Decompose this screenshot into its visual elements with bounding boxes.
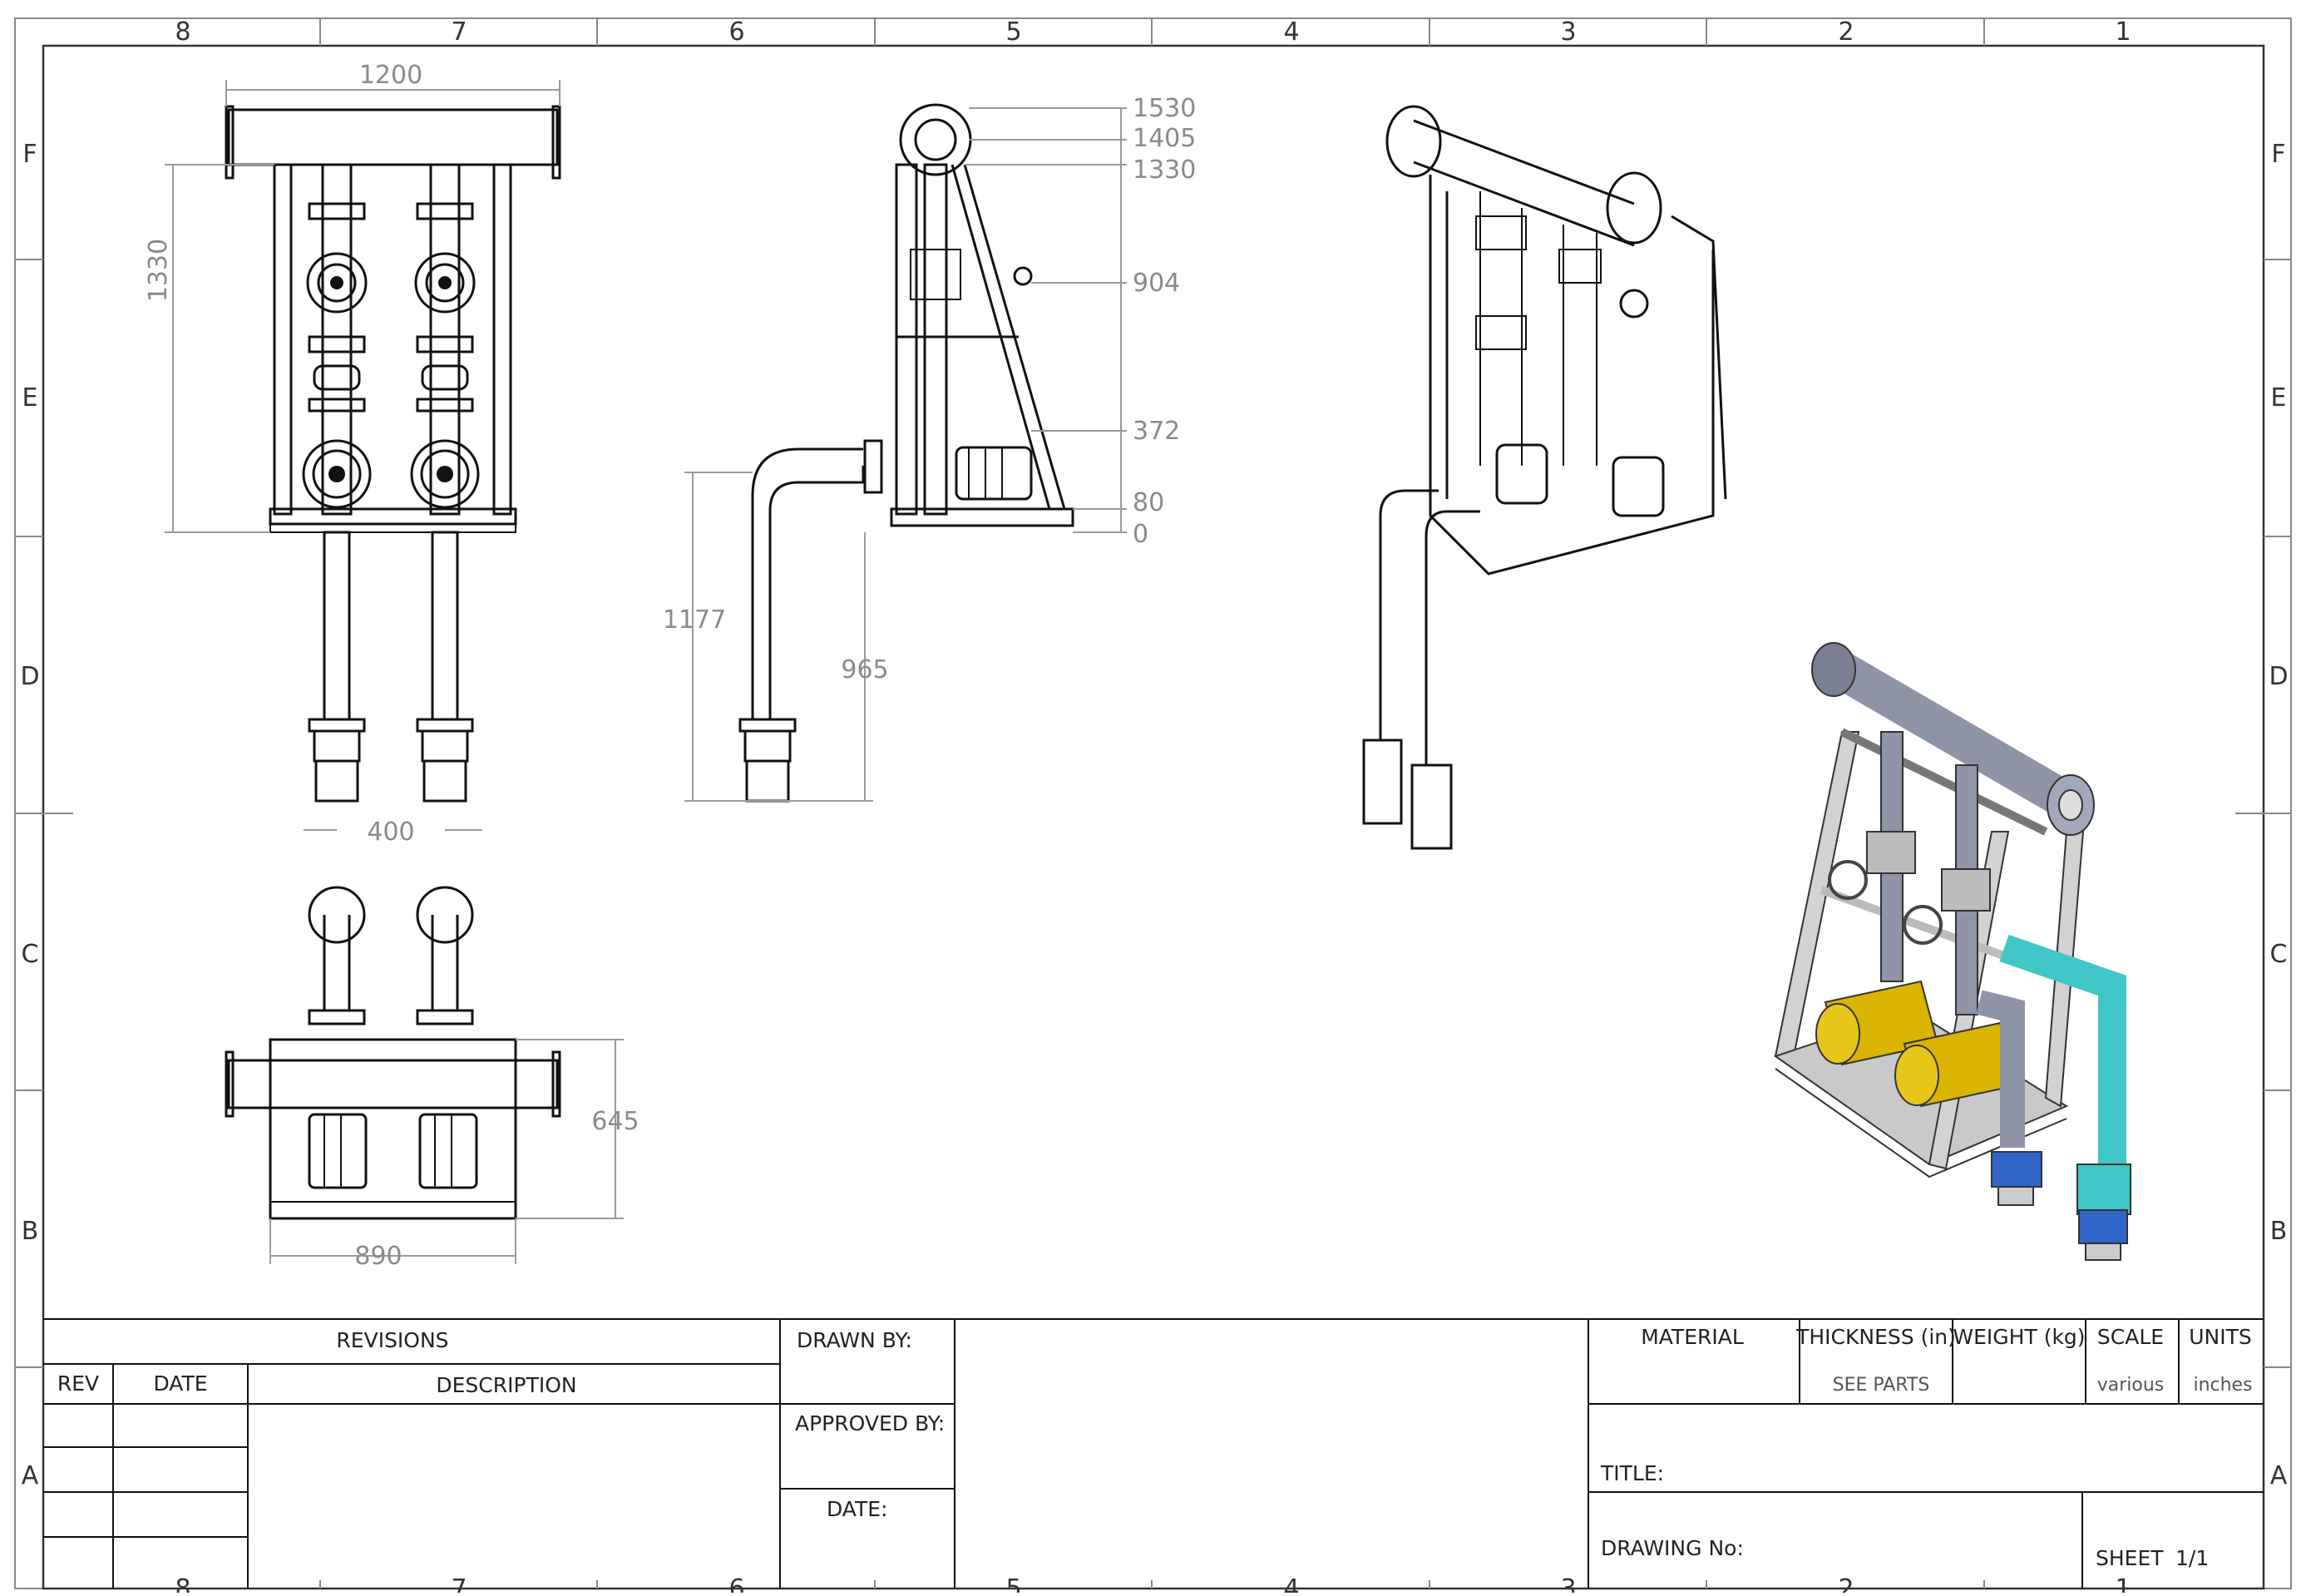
zone-col-1-bottom: 1	[2115, 1574, 2131, 1593]
isometric-line-view	[1362, 105, 1727, 850]
pump-assembly-right	[410, 202, 480, 509]
drawn-by-label: DRAWN BY:	[797, 1328, 912, 1352]
units-label: UNITS	[2189, 1325, 2252, 1349]
zone-row-f-right: F	[2271, 140, 2285, 169]
zone-row-c-right: C	[2270, 940, 2288, 969]
thickness-value: SEE PARTS	[1833, 1375, 1930, 1396]
zone-col-1: 1	[2115, 17, 2131, 47]
units-value: inches	[2193, 1375, 2252, 1396]
scale-value: various	[2097, 1375, 2165, 1396]
zone-col-5-bottom: 5	[1005, 1574, 1021, 1593]
zone-row-d-right: D	[2269, 662, 2288, 691]
zone-row-b-right: B	[2270, 1217, 2288, 1246]
zone-col-4-bottom: 4	[1283, 1574, 1299, 1593]
dim-level-1405: 1405	[1133, 124, 1196, 153]
zone-row-d: D	[20, 662, 39, 691]
title-block: REVISIONS REV DATE DESCRIPTION DRAWN BY:…	[43, 1318, 2264, 1589]
zone-col-8: 8	[175, 17, 190, 47]
zone-row-a: A	[22, 1461, 39, 1490]
zone-row-c: C	[22, 940, 39, 969]
dim-inlet-drop: 965	[841, 655, 888, 684]
top-view: 645 890	[225, 886, 639, 1271]
dim-level-0: 0	[1133, 520, 1148, 549]
zone-row-f: F	[22, 140, 37, 169]
scale-label: SCALE	[2097, 1325, 2164, 1349]
dim-front-height: 1330	[144, 239, 173, 302]
front-view: 1200 1330 400	[144, 61, 561, 847]
dim-level-1530: 1530	[1133, 94, 1196, 123]
side-view: 1530 1405 1330 904 372 80 0 1177 965	[663, 94, 1196, 803]
zone-col-2: 2	[1838, 17, 1854, 47]
approved-by-label: APPROVED BY:	[795, 1411, 945, 1435]
sheet-border: 8 7 6 5 4 3 2 1 8 7 6 5 4 3 2 1 F E D C …	[14, 17, 2292, 1596]
zone-col-6: 6	[728, 17, 744, 47]
dim-level-372: 372	[1133, 417, 1180, 446]
title-label: TITLE:	[1600, 1461, 1664, 1485]
zone-row-e: E	[22, 383, 38, 413]
zone-col-3-bottom: 3	[1560, 1574, 1576, 1593]
zone-col-2-bottom: 2	[1838, 1574, 1854, 1593]
weight-label: WEIGHT (kg)	[1953, 1325, 2085, 1349]
zone-col-6-bottom: 6	[728, 1574, 744, 1593]
zone-col-4: 4	[1283, 17, 1299, 47]
description-column-header: DESCRIPTION	[436, 1373, 576, 1397]
zone-row-e-right: E	[2271, 383, 2287, 413]
zone-col-8-bottom: 8	[175, 1574, 190, 1593]
zone-row-a-right: A	[2270, 1461, 2288, 1490]
date-column-header: DATE	[153, 1371, 207, 1396]
dim-pump-spacing: 400	[367, 818, 414, 847]
thickness-label: THICKNESS (in)	[1795, 1325, 1956, 1349]
drawing-no-label: DRAWING No:	[1601, 1536, 1744, 1560]
zone-col-5: 5	[1005, 17, 1021, 47]
dim-top-width: 890	[354, 1242, 402, 1271]
zone-col-3: 3	[1560, 17, 1576, 47]
zone-row-b: B	[22, 1217, 39, 1246]
isometric-shaded-view	[1773, 642, 2131, 1261]
material-label: MATERIAL	[1641, 1325, 1744, 1349]
zone-col-7-bottom: 7	[451, 1574, 467, 1593]
sheet-label: SHEET	[2096, 1546, 2164, 1570]
sheet-value: 1/1	[2175, 1546, 2209, 1570]
zone-col-7: 7	[451, 17, 467, 47]
rev-column-header: REV	[57, 1371, 99, 1396]
dim-top-depth: 645	[591, 1107, 639, 1136]
dim-level-80: 80	[1133, 488, 1164, 517]
dim-level-1330: 1330	[1133, 156, 1196, 185]
dim-front-width: 1200	[359, 61, 422, 90]
dim-inlet-length: 1177	[663, 605, 726, 635]
pump-assembly-left	[302, 202, 372, 509]
dim-level-904: 904	[1133, 269, 1180, 298]
date-label: DATE:	[827, 1497, 887, 1521]
revisions-header: REVISIONS	[336, 1328, 448, 1352]
